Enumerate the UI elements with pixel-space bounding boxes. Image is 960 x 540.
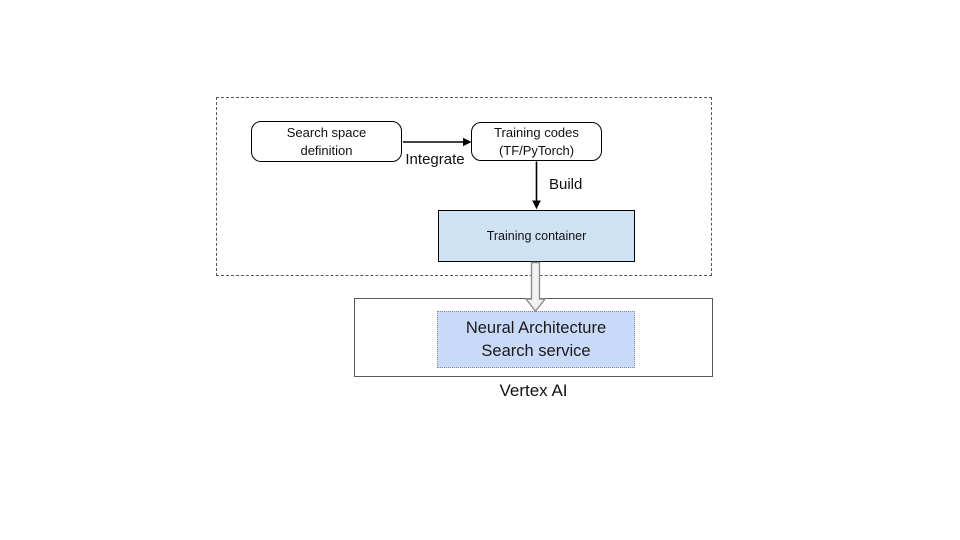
node-nas-service: Neural Architecture Search service — [437, 311, 635, 368]
dashed-group-container — [216, 97, 712, 276]
node-training-codes: Training codes (TF/PyTorch) — [471, 122, 602, 161]
node-training-container: Training container — [438, 210, 635, 262]
node-label: Training container — [486, 229, 587, 243]
node-label-line: Neural Architecture — [465, 318, 607, 337]
build-edge-label: Build — [549, 176, 583, 193]
node-label-line: Training codes — [494, 124, 579, 140]
integrate-edge-label: Integrate — [405, 151, 465, 168]
node-label-line: definition — [300, 142, 353, 158]
vertex-ai-label: Vertex AI — [499, 381, 568, 400]
node-label-line: Search space — [286, 124, 367, 140]
node-label-line: Search service — [481, 341, 591, 360]
node-search-space-definition: Search space definition — [251, 121, 402, 162]
node-label-line: (TF/PyTorch) — [498, 142, 575, 158]
